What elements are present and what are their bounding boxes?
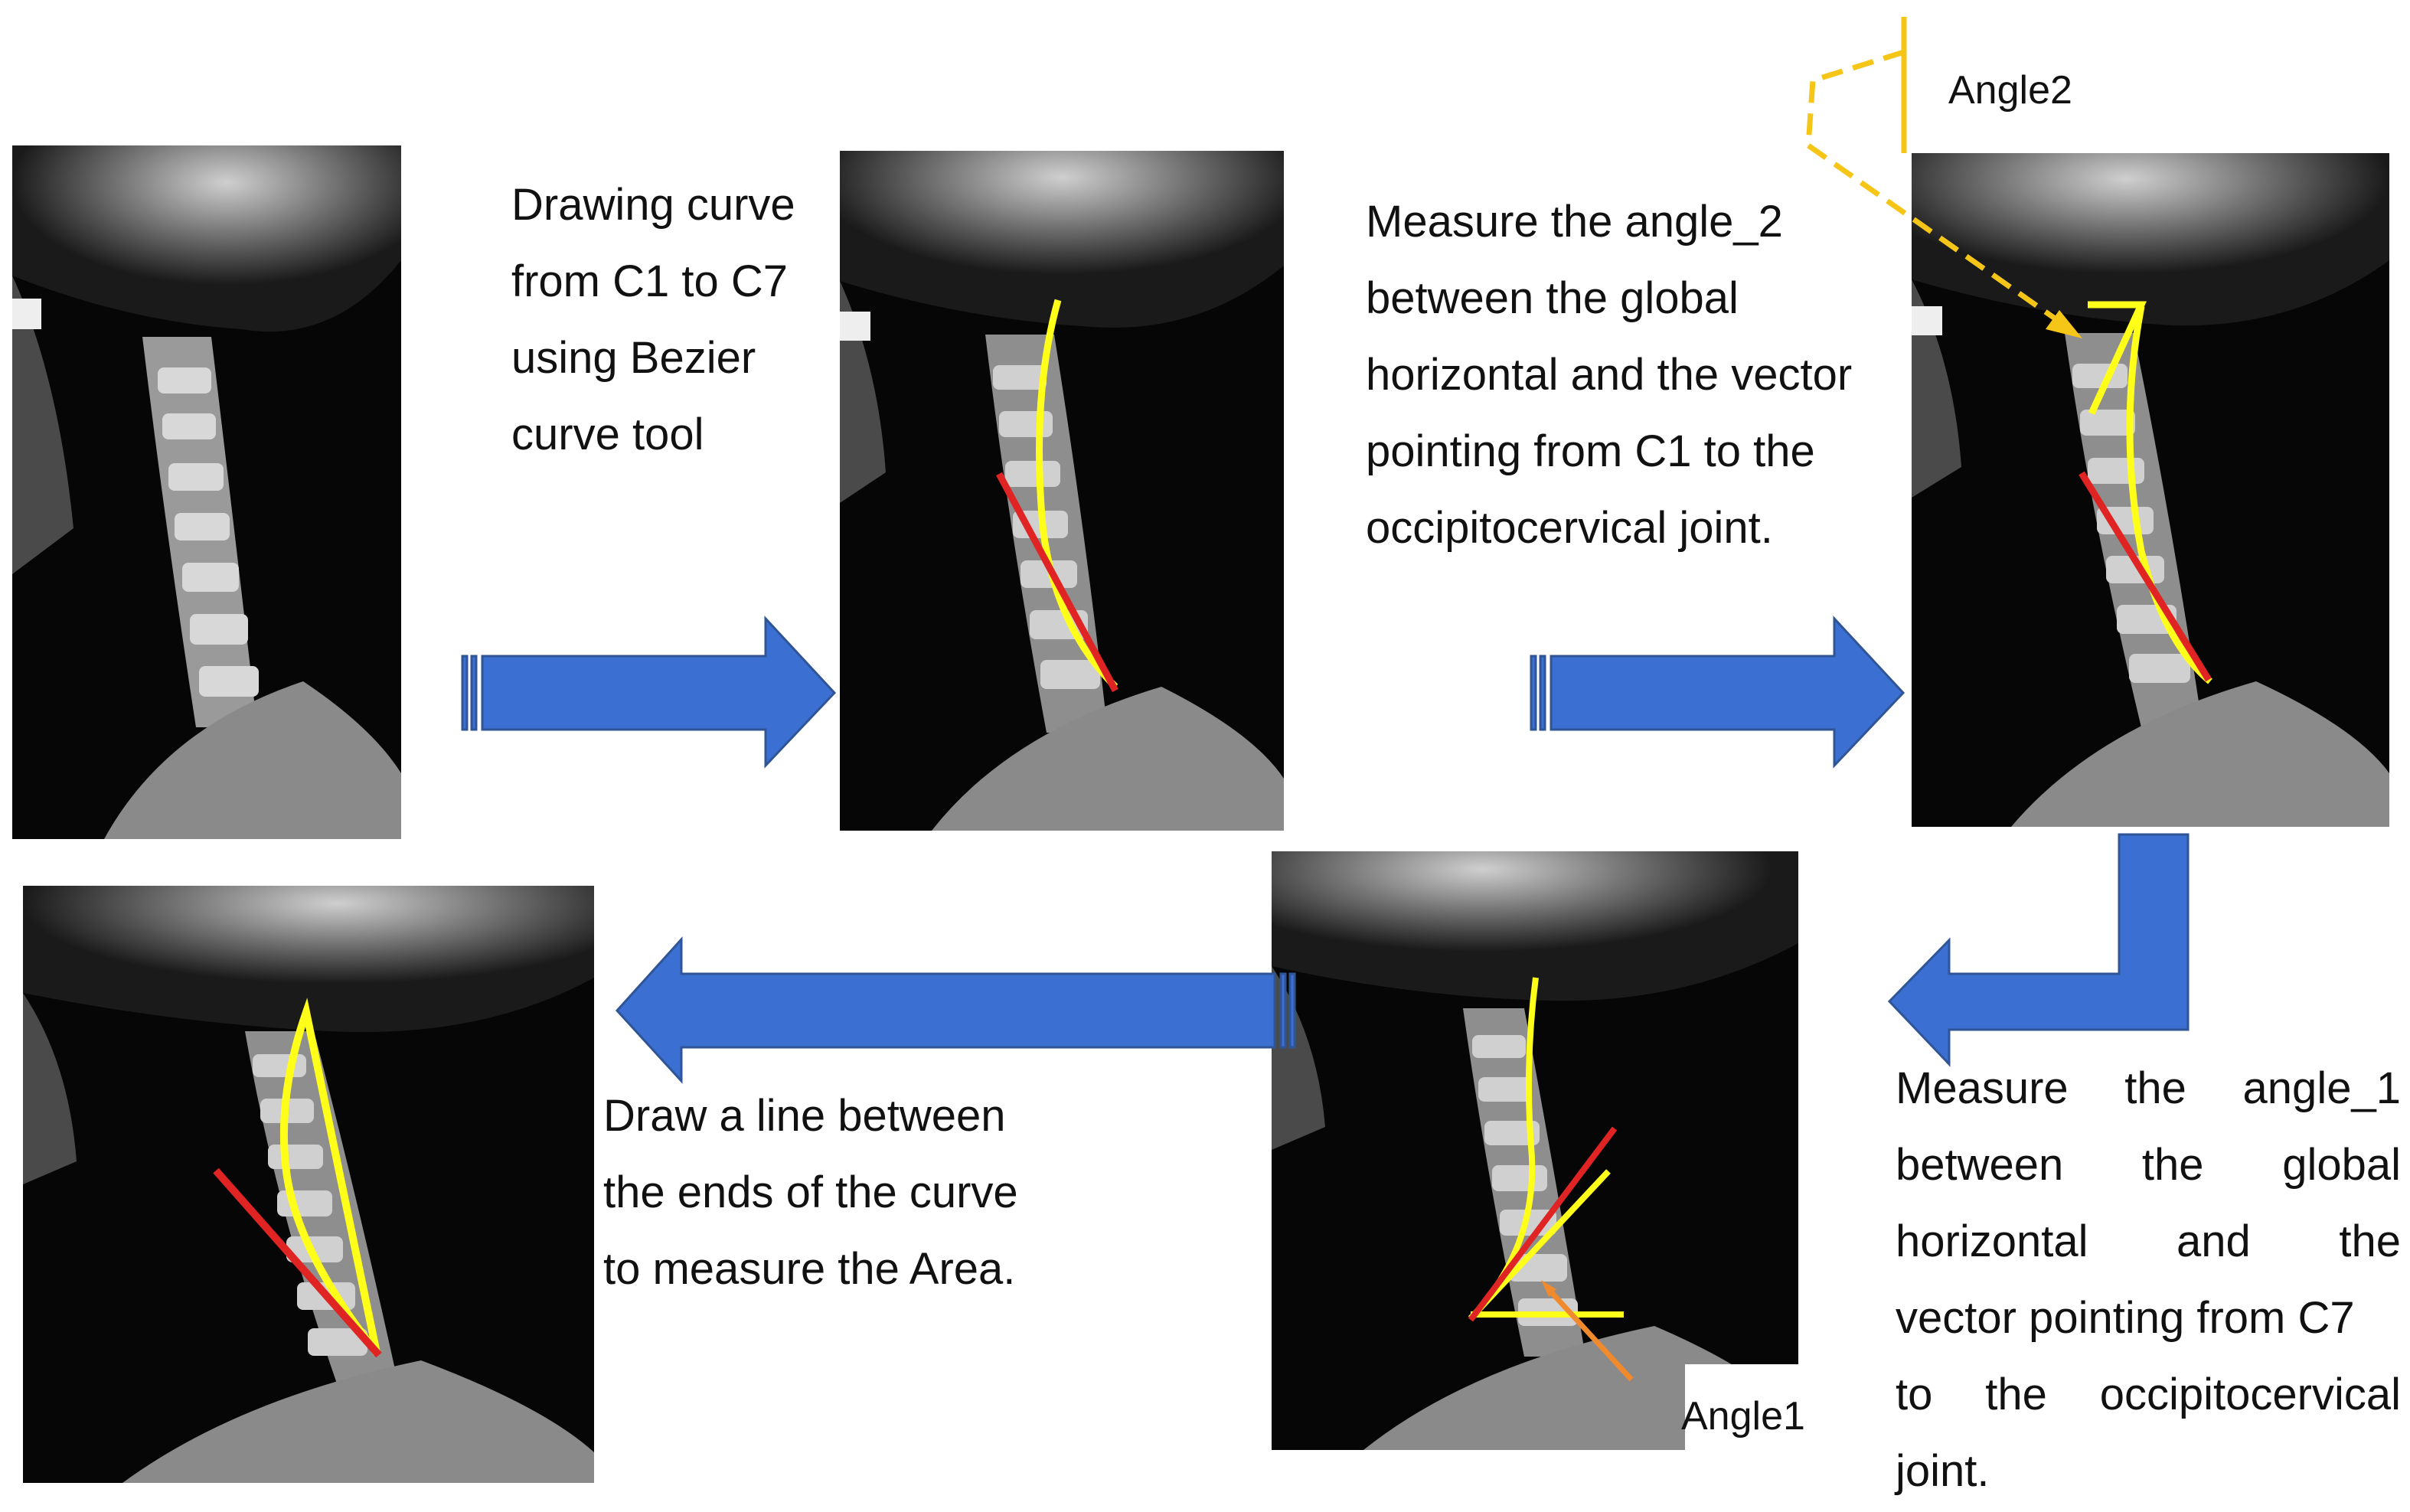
- step4-line: to measure the Area.: [603, 1244, 1016, 1294]
- step2-line: horizontal and the vector: [1366, 350, 1853, 400]
- step3-word: the: [2124, 1063, 2186, 1113]
- bezier-curve-angle2: [2126, 305, 2212, 684]
- step3-word: joint.: [1896, 1446, 1990, 1496]
- step3-line: to the occipitocervical: [1896, 1357, 2401, 1433]
- reference-line-angle2: [2079, 471, 2212, 682]
- angle2-vector: [2088, 301, 2147, 415]
- step3-word: Measure: [1896, 1063, 2069, 1113]
- xray-angle1-image: [1272, 851, 1798, 1450]
- xray-bezier-curve: [840, 151, 1284, 831]
- step4-description: Draw a line between the ends of the curv…: [603, 1078, 1018, 1308]
- area-outline: [279, 998, 380, 1356]
- step3-word: global: [2282, 1140, 2401, 1190]
- bezier-curve: [1036, 299, 1118, 690]
- step3-word: the: [1985, 1370, 2047, 1419]
- step3-word: and: [2177, 1216, 2251, 1266]
- xray-area: [23, 886, 594, 1483]
- step2-line: Measure the angle_2: [1366, 197, 1783, 247]
- step3-word: occipitocervical: [2099, 1370, 2401, 1419]
- step3-word: vector pointing from C7: [1896, 1293, 2355, 1343]
- step3-word: the: [2141, 1140, 2204, 1190]
- reference-line-angle1: [1468, 1126, 1618, 1322]
- angle1-label: Angle1: [1681, 1394, 1805, 1439]
- step1-line: from C1 to C7: [511, 256, 788, 306]
- angle2-label: Angle2: [1948, 68, 2072, 113]
- step3-word: angle_1: [2242, 1063, 2401, 1113]
- step2-description: Measure the angle_2 between the global h…: [1366, 184, 1852, 567]
- arrow-step1-to-step2: [461, 616, 837, 769]
- step1-line: curve tool: [511, 410, 704, 459]
- angle1-pointer-head: [1541, 1280, 1556, 1297]
- step3-line: between the global: [1896, 1127, 2401, 1203]
- arrow-step3-to-step4: [1887, 833, 2190, 1067]
- step3-line: Measure the angle_1: [1896, 1050, 2401, 1127]
- xray-angle2: [1912, 153, 2389, 827]
- step3-description: Measure the angle_1 between the global horiz…: [1896, 1050, 2401, 1510]
- step3-word: to: [1896, 1370, 1933, 1419]
- angle2-callout: [1805, 17, 2082, 338]
- step3-word: the: [2339, 1216, 2401, 1266]
- reference-line-area: [213, 1167, 382, 1358]
- angle1-pointer: [1545, 1285, 1634, 1382]
- step2-line: between the global: [1366, 273, 1739, 323]
- step1-line: using Bezier: [511, 333, 756, 383]
- step3-line: joint.: [1896, 1433, 2401, 1510]
- xray-original-image: [12, 145, 401, 839]
- step3-line: horizontal and the: [1896, 1203, 2401, 1280]
- xray-angle1: [1272, 851, 1798, 1450]
- step3-word: horizontal: [1896, 1216, 2088, 1266]
- step2-line: occipitocervical joint.: [1366, 503, 1773, 553]
- xray-bezier-image: [840, 151, 1284, 831]
- step1-line: Drawing curve: [511, 180, 795, 230]
- step2-line: pointing from C1 to the: [1366, 426, 1815, 476]
- step3-word: between: [1896, 1140, 2064, 1190]
- xray-angle2-image: [1912, 153, 2389, 827]
- arrow-step2-to-step3: [1530, 616, 1905, 769]
- reference-line: [996, 472, 1118, 693]
- xray-area-image: [23, 886, 594, 1483]
- step3-line: vector pointing from C7: [1896, 1280, 2401, 1357]
- step1-description: Drawing curve from C1 to C7 using Bezier…: [511, 167, 795, 473]
- step4-line: Draw a line between: [603, 1091, 1006, 1141]
- arrow-step4-to-step5: [615, 936, 1296, 1084]
- xray-original: [12, 145, 401, 839]
- step4-line: the ends of the curve: [603, 1167, 1018, 1217]
